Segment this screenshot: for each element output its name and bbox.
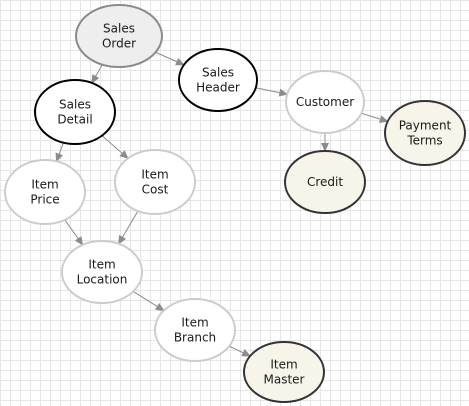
node-label-credit-line-1: Credit	[307, 175, 343, 189]
node-label-payment-terms-line-2: Terms	[406, 134, 442, 148]
node-label-sales-order-line-1: Sales	[103, 22, 135, 36]
node-label-sales-detail-line-2: Detail	[57, 113, 92, 127]
node-shape-credit	[284, 150, 366, 214]
node-label-item-master-line-2: Master	[264, 373, 305, 387]
edge-sales-detail-to-item-cost	[101, 135, 129, 160]
node-label-item-location-line-2: Location	[77, 273, 128, 287]
node-label-payment-terms-line-1: Payment	[399, 119, 452, 133]
node-label-item-branch-line-2: Branch	[174, 331, 216, 345]
node-label-item-location-line-1: Item	[88, 258, 115, 272]
edge-customer-to-payment-terms	[361, 112, 389, 123]
edge-sales-header-to-customer	[255, 87, 289, 97]
node-shape-sales-header	[178, 48, 258, 112]
node-credit[interactable]: Credit	[284, 150, 366, 214]
node-label-item-cost-line-1: Item	[141, 168, 168, 182]
edge-item-cost-to-item-location	[118, 210, 139, 245]
edge-item-location-to-item-branch	[132, 291, 165, 312]
node-shape-sales-order	[75, 4, 163, 68]
node-label-sales-order-line-2: Order	[102, 37, 136, 51]
node-shape-item-price	[4, 159, 86, 225]
node-label-sales-header-line-1: Sales	[202, 66, 234, 80]
node-shape-payment-terms	[384, 100, 466, 166]
edge-layer	[55, 51, 389, 357]
edge-item-branch-to-item-master	[228, 345, 252, 357]
node-shape-item-cost	[114, 149, 196, 215]
node-shape-customer	[285, 70, 365, 134]
edge-sales-order-to-sales-header	[155, 51, 185, 66]
node-shape-sales-detail	[34, 79, 116, 145]
node-label-item-cost-line-2: Cost	[142, 183, 169, 197]
node-label-item-master-line-1: Item	[270, 358, 297, 372]
edge-item-price-to-item-location	[64, 219, 84, 246]
node-label-item-branch-line-1: Item	[181, 316, 208, 330]
node-label-sales-header-line-2: Header	[196, 81, 240, 95]
node-shape-item-location	[61, 240, 143, 304]
node-label-customer-line-1: Customer	[296, 95, 354, 109]
node-shape-item-branch	[154, 298, 236, 362]
node-label-sales-detail-line-1: Sales	[59, 98, 91, 112]
node-label-item-price-line-2: Price	[30, 193, 59, 207]
node-shape-item-master	[243, 341, 325, 403]
edge-sales-detail-to-item-price	[55, 142, 64, 163]
edge-sales-order-to-sales-detail	[91, 64, 103, 84]
node-customer[interactable]: Customer	[285, 70, 365, 134]
node-label-item-price-line-1: Item	[31, 178, 58, 192]
node-layer: SalesOrderSalesHeaderSalesDetailCustomer…	[4, 4, 466, 403]
